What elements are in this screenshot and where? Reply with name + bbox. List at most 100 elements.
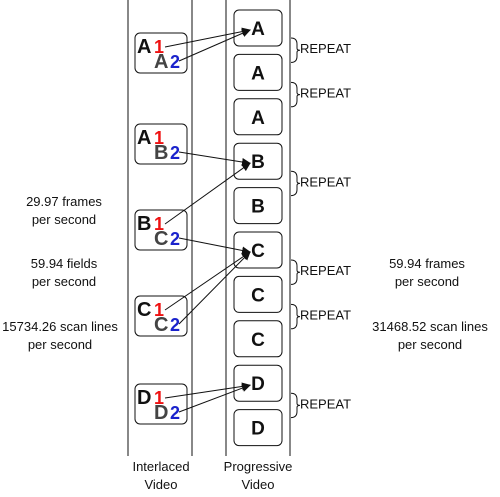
progressive-frame: B	[233, 142, 283, 180]
repeat-label: REPEAT	[300, 263, 351, 278]
field2-letter: D	[154, 402, 168, 424]
right-rate-line: per second	[395, 274, 459, 289]
field1-letter: A	[137, 36, 151, 58]
repeat-brace	[290, 259, 301, 285]
field1-number: 1	[154, 37, 164, 57]
progressive-frame-letter: B	[251, 152, 265, 173]
field1-number: 1	[154, 214, 164, 234]
left-side-rates: 29.97 frames per second 59.94 fields per…	[2, 194, 118, 352]
repeat-brace	[290, 170, 301, 197]
field-arrow	[178, 251, 251, 325]
repeat-marker: REPEAT	[290, 303, 351, 330]
repeat-label: REPEAT	[300, 41, 351, 56]
progressive-frame-letter: A	[251, 108, 265, 129]
interlaced-frame-box	[134, 383, 188, 425]
progressive-frame-box	[233, 320, 283, 358]
repeat-brace	[290, 37, 301, 63]
interlaced-frame-box	[134, 123, 188, 165]
field1-number: 1	[154, 128, 164, 148]
progressive-frame: C	[233, 275, 283, 313]
progressive-frame: D	[233, 364, 283, 402]
progressive-frame-letter: A	[251, 19, 265, 40]
progressive-frame-letter: D	[251, 419, 265, 440]
progressive-frame-box	[233, 98, 283, 136]
interlaced-label: Video	[144, 477, 177, 492]
field2-number: 2	[170, 229, 180, 249]
right-rate-line: per second	[398, 337, 462, 352]
field-arrow	[178, 384, 251, 413]
repeat-marker: REPEAT	[290, 37, 351, 63]
progressive-frame-letter: D	[251, 374, 265, 395]
field2-number: 2	[170, 403, 180, 423]
repeat-label: REPEAT	[300, 308, 351, 323]
field1-number: 1	[154, 300, 164, 320]
field2-number: 2	[170, 315, 180, 335]
progressive-frame-box	[233, 364, 283, 402]
left-rate-line: 29.97 frames	[26, 194, 102, 209]
field1-letter: A	[137, 127, 151, 149]
repeat-marker: REPEAT	[290, 392, 351, 419]
progressive-frame-box	[233, 9, 283, 47]
field2-letter: A	[154, 51, 168, 73]
progressive-frame-letter: B	[251, 197, 265, 218]
field-arrow	[164, 162, 251, 225]
repeat-brace	[290, 81, 301, 108]
repeat-markers: REPEAT REPEAT REPEAT REPEAT REPEAT REPEAT	[290, 37, 351, 419]
right-rate-line: 31468.52 scan lines	[372, 319, 488, 334]
field1-letter: D	[137, 387, 151, 409]
repeat-marker: REPEAT	[290, 81, 351, 108]
field1-number: 1	[154, 388, 164, 408]
progressive-frame: B	[233, 187, 283, 225]
field-arrow	[164, 27, 251, 48]
repeat-label: REPEAT	[300, 174, 351, 189]
field1-letter: B	[137, 213, 151, 235]
progressive-frames: A A A B B C C C D D	[233, 9, 283, 447]
left-rate-line: per second	[32, 212, 96, 227]
progressive-frame: D	[233, 409, 283, 447]
progressive-frame-letter: A	[251, 63, 265, 84]
repeat-label: REPEAT	[300, 396, 351, 411]
progressive-frame: A	[233, 9, 283, 47]
field-arrow	[178, 237, 251, 255]
field-arrow	[164, 251, 251, 311]
interlaced-label: Interlaced	[132, 459, 189, 474]
progressive-frame-box	[233, 409, 283, 447]
interlaced-frame-box	[134, 209, 188, 251]
field2-number: 2	[170, 52, 180, 72]
repeat-label: REPEAT	[300, 86, 351, 101]
left-rate-line: 15734.26 scan lines	[2, 319, 118, 334]
progressive-frame-letter: C	[251, 285, 265, 306]
progressive-frame-box	[233, 187, 283, 225]
left-rate-line: per second	[32, 274, 96, 289]
progressive-frame-letter: C	[251, 330, 265, 351]
right-side-rates: 59.94 frames per second 31468.52 scan li…	[372, 256, 488, 352]
field1-letter: C	[137, 299, 151, 321]
repeat-brace	[290, 303, 301, 330]
repeat-marker: REPEAT	[290, 170, 351, 197]
field2-number: 2	[170, 143, 180, 163]
progressive-frame: A	[233, 98, 283, 136]
field-mapping-arrows	[164, 27, 251, 413]
progressive-frame: A	[233, 53, 283, 91]
right-rate-line: 59.94 frames	[389, 256, 465, 271]
field2-letter: B	[154, 142, 168, 164]
progressive-frame-box	[233, 53, 283, 91]
left-rate-line: 59.94 fields	[31, 256, 98, 271]
field-arrow	[164, 382, 251, 399]
progressive-frame-box	[233, 275, 283, 313]
field-arrow	[178, 29, 251, 62]
progressive-label: Video	[241, 477, 274, 492]
progressive-label: Progressive	[224, 459, 293, 474]
field2-letter: C	[154, 314, 168, 336]
field2-letter: C	[154, 228, 168, 250]
progressive-frame: C	[233, 320, 283, 358]
progressive-frame-letter: C	[251, 241, 265, 262]
interlaced-frame-box	[134, 32, 188, 74]
repeat-marker: REPEAT	[290, 259, 351, 285]
